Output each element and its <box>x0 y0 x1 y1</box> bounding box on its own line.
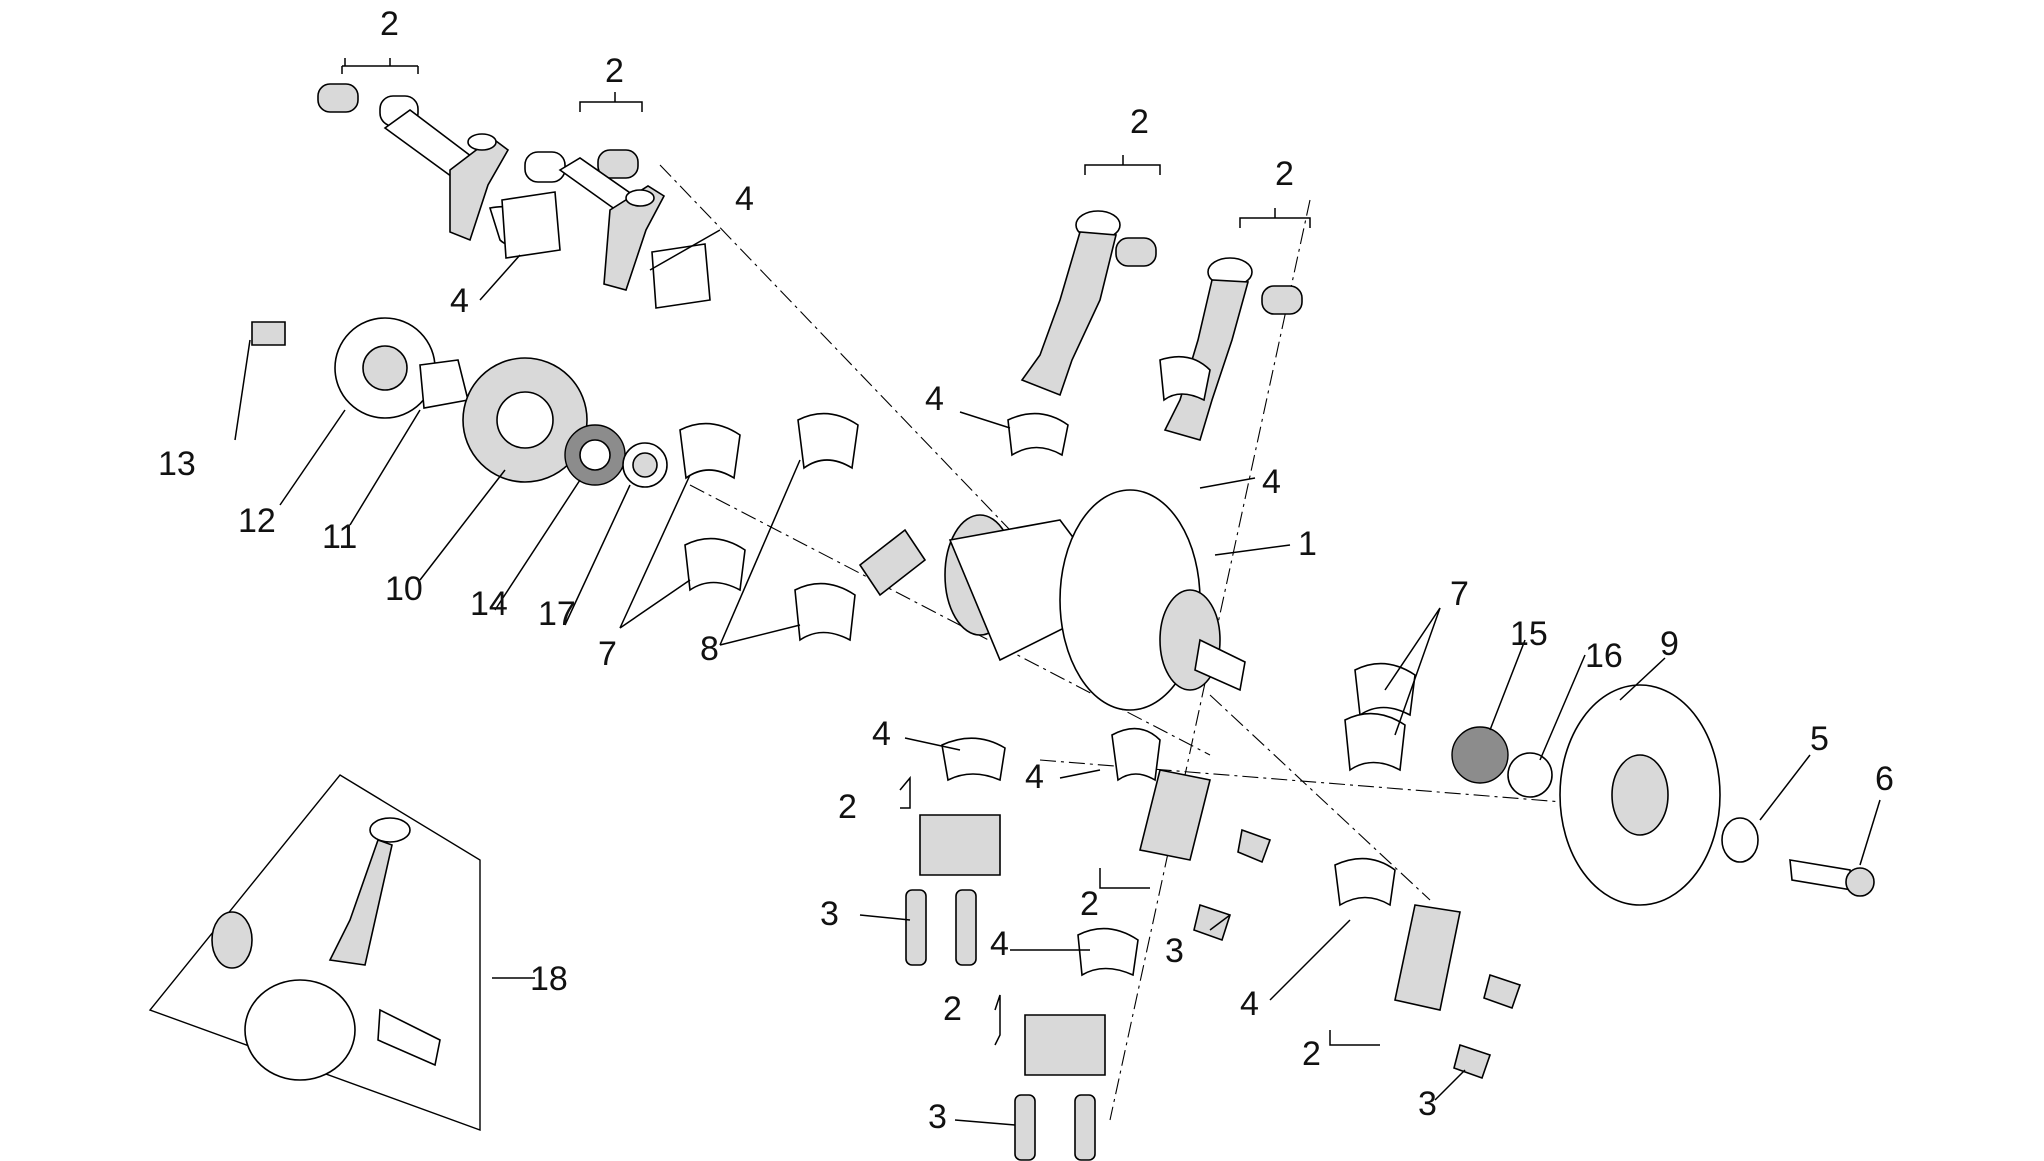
callout-15: 15 <box>1510 615 1548 653</box>
bearing-shells-middle <box>679 412 859 642</box>
callout-4: 4 <box>450 282 469 320</box>
callout-17: 17 <box>538 595 576 633</box>
callout-labels: 1 2 2 2 2 2 2 2 2 3 3 3 3 4 4 4 4 4 4 4 … <box>158 5 1894 1136</box>
assembled-view-inset <box>148 774 481 1131</box>
gear-train-left <box>251 317 668 488</box>
callout-2: 2 <box>1130 103 1149 141</box>
callout-18: 18 <box>530 960 568 998</box>
callout-7: 7 <box>1450 575 1469 613</box>
callout-8: 8 <box>700 630 719 668</box>
callout-2: 2 <box>605 52 624 90</box>
callout-4: 4 <box>735 180 754 218</box>
callout-5: 5 <box>1810 720 1829 758</box>
callout-3: 3 <box>1418 1085 1437 1123</box>
callout-12: 12 <box>238 502 276 540</box>
callout-4: 4 <box>1240 985 1259 1023</box>
callout-2: 2 <box>943 990 962 1028</box>
callout-10: 10 <box>385 570 423 608</box>
connecting-rod-top-right-b <box>1163 257 1303 441</box>
callout-3: 3 <box>1165 932 1184 970</box>
connecting-rod-top-left <box>317 83 531 246</box>
callout-13: 13 <box>158 445 196 483</box>
right-side-parts <box>1344 662 1875 906</box>
callout-2: 2 <box>1302 1035 1321 1073</box>
crankshaft <box>858 489 1246 711</box>
callout-4: 4 <box>1262 463 1281 501</box>
callout-2: 2 <box>1275 155 1294 193</box>
callout-16: 16 <box>1585 637 1623 675</box>
callout-4: 4 <box>925 380 944 418</box>
callout-3: 3 <box>928 1098 947 1136</box>
lower-caps-and-bolts <box>905 727 1522 1161</box>
callout-4: 4 <box>872 715 891 753</box>
callout-4: 4 <box>990 925 1009 963</box>
callout-2: 2 <box>1080 885 1099 923</box>
callout-1: 1 <box>1298 525 1317 563</box>
callout-9: 9 <box>1660 625 1679 663</box>
leader-lines <box>234 58 1881 1126</box>
callout-2: 2 <box>380 5 399 43</box>
callout-7: 7 <box>598 635 617 673</box>
callout-4: 4 <box>1025 758 1044 796</box>
callout-2: 2 <box>838 788 857 826</box>
connecting-rod-top-right-a <box>1020 210 1157 397</box>
callout-6: 6 <box>1875 760 1894 798</box>
callout-11: 11 <box>322 518 357 556</box>
connecting-rod-top-center <box>524 149 666 291</box>
callout-14: 14 <box>470 585 508 623</box>
callout-3: 3 <box>820 895 839 933</box>
